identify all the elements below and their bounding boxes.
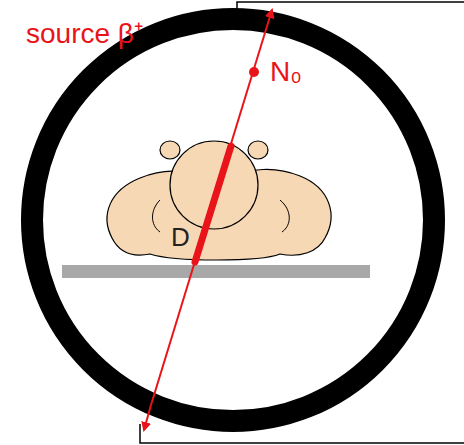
gamma-line [151, 36, 264, 405]
patient-ear [160, 141, 180, 159]
attenuation-path [195, 146, 231, 262]
patient-ear [248, 141, 268, 159]
source-dot [249, 67, 259, 77]
patient-table [62, 265, 370, 278]
thickness-label: D [171, 224, 190, 250]
source-label: source β⁺ [26, 20, 143, 48]
detector-ring [32, 19, 434, 421]
patient-head [170, 141, 258, 229]
gamma-arrow [144, 405, 151, 430]
gamma-arrow [264, 10, 272, 36]
count-label: N₀ [270, 58, 302, 86]
